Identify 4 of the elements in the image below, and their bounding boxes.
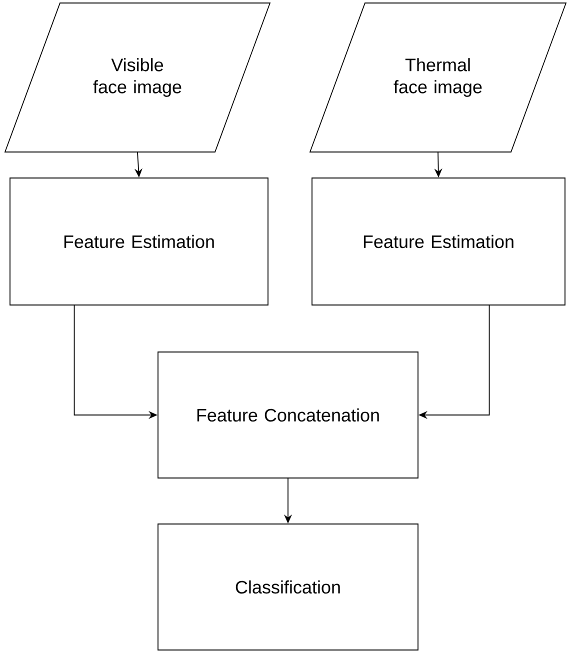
process-box: Feature Estimation	[312, 178, 566, 306]
process-box: Feature Concatenation	[158, 352, 418, 478]
process-box: Classification	[158, 524, 418, 650]
process-box: Feature Estimation	[10, 178, 268, 306]
